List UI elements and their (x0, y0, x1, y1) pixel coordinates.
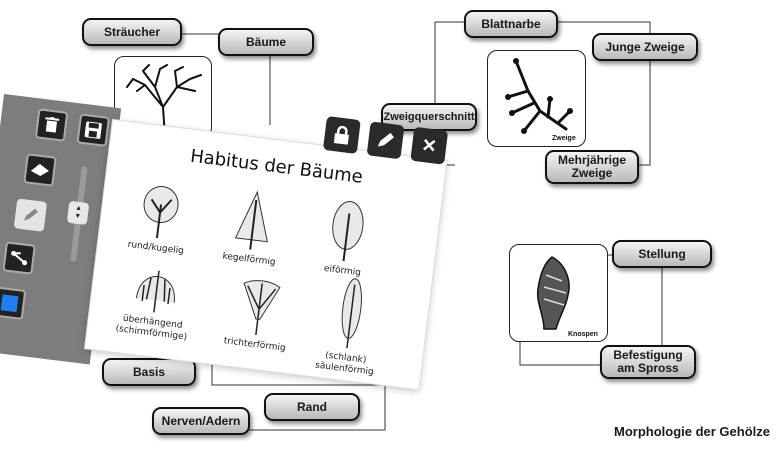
weeping-tree-icon (135, 270, 175, 313)
node-blattnarbe[interactable]: Blattnarbe (464, 10, 558, 38)
tree-funnel: trichterförmig (204, 273, 312, 357)
node-label-line1: Befestigung (613, 348, 683, 362)
image-caption: Zweige (552, 135, 576, 142)
node-basis[interactable]: Basis (102, 358, 196, 386)
conical-tree-icon (234, 190, 268, 250)
node-rand[interactable]: Rand (264, 393, 360, 421)
trash-icon[interactable] (34, 108, 69, 142)
node-mehrjaehrige-zweige[interactable]: Mehrjährige Zweige (545, 150, 639, 184)
node-label: Junge Zweige (605, 39, 685, 54)
image-caption: Knospen (568, 331, 598, 338)
edit-icon[interactable] (366, 121, 405, 160)
drawing-toolbar: ▲▼ (0, 94, 122, 365)
twig-image-box: Zweige (487, 50, 586, 147)
node-label-line2: am Spross (617, 361, 679, 375)
pencil-icon[interactable] (13, 198, 48, 232)
tree-columnar: (schlank) säulenförmig (294, 271, 405, 381)
columnar-tree-icon (341, 278, 362, 349)
eraser-icon[interactable] (23, 153, 57, 187)
node-nerven[interactable]: Nerven/Adern (152, 407, 250, 435)
stepper-down-icon[interactable]: ▼ (73, 212, 82, 221)
tree-conical: kegelförmig (199, 184, 308, 272)
node-label: Nerven/Adern (161, 413, 241, 428)
twig-icon (505, 58, 573, 134)
node-straeucher[interactable]: Sträucher (82, 18, 182, 46)
bare-tree-icon (126, 64, 202, 137)
tree-label: trichterförmig (223, 336, 287, 354)
node-befestigung[interactable]: Befestigung am Spross (600, 345, 696, 379)
node-label: Rand (297, 399, 327, 414)
tree-label: kegelförmig (221, 251, 277, 268)
tree-weeping: überhängend (schirmförmige) (101, 251, 210, 346)
node-label: Blattnarbe (481, 16, 541, 31)
node-label: Zweigquerschnitt (383, 110, 475, 123)
close-icon[interactable]: ✕ (410, 126, 449, 165)
node-label-line2: Zweige (571, 166, 613, 180)
bud-image-box: Knospen (509, 244, 608, 342)
lock-icon[interactable] (322, 116, 361, 154)
ovate-tree-icon (332, 201, 364, 262)
bud-icon (536, 256, 570, 330)
size-stepper[interactable]: ▲▼ (66, 200, 90, 226)
color-swatch (0, 294, 19, 313)
diagram-title: Morphologie der Gehölze (613, 424, 770, 439)
node-stellung[interactable]: Stellung (612, 240, 712, 268)
habitus-popup: Habitus der Bäume ✕ rund/kugelig kegelfö… (84, 116, 449, 390)
node-label-line1: Mehrjährige (558, 153, 627, 167)
color-swatch-icon[interactable] (0, 286, 27, 320)
node-label: Bäume (245, 34, 286, 49)
round-tree-icon (143, 186, 179, 239)
node-label: Basis (132, 364, 166, 379)
funnel-tree-icon (243, 280, 281, 336)
node-label: Sträucher (103, 24, 161, 39)
tree-round: rund/kugelig (105, 177, 213, 261)
tree-ovate: eiförmig (292, 194, 401, 284)
save-icon[interactable] (76, 113, 110, 147)
node-label: Stellung (638, 246, 686, 261)
node-baeume[interactable]: Bäume (218, 28, 314, 56)
connector-icon[interactable] (2, 241, 36, 275)
node-junge-zweige[interactable]: Junge Zweige (592, 33, 698, 61)
